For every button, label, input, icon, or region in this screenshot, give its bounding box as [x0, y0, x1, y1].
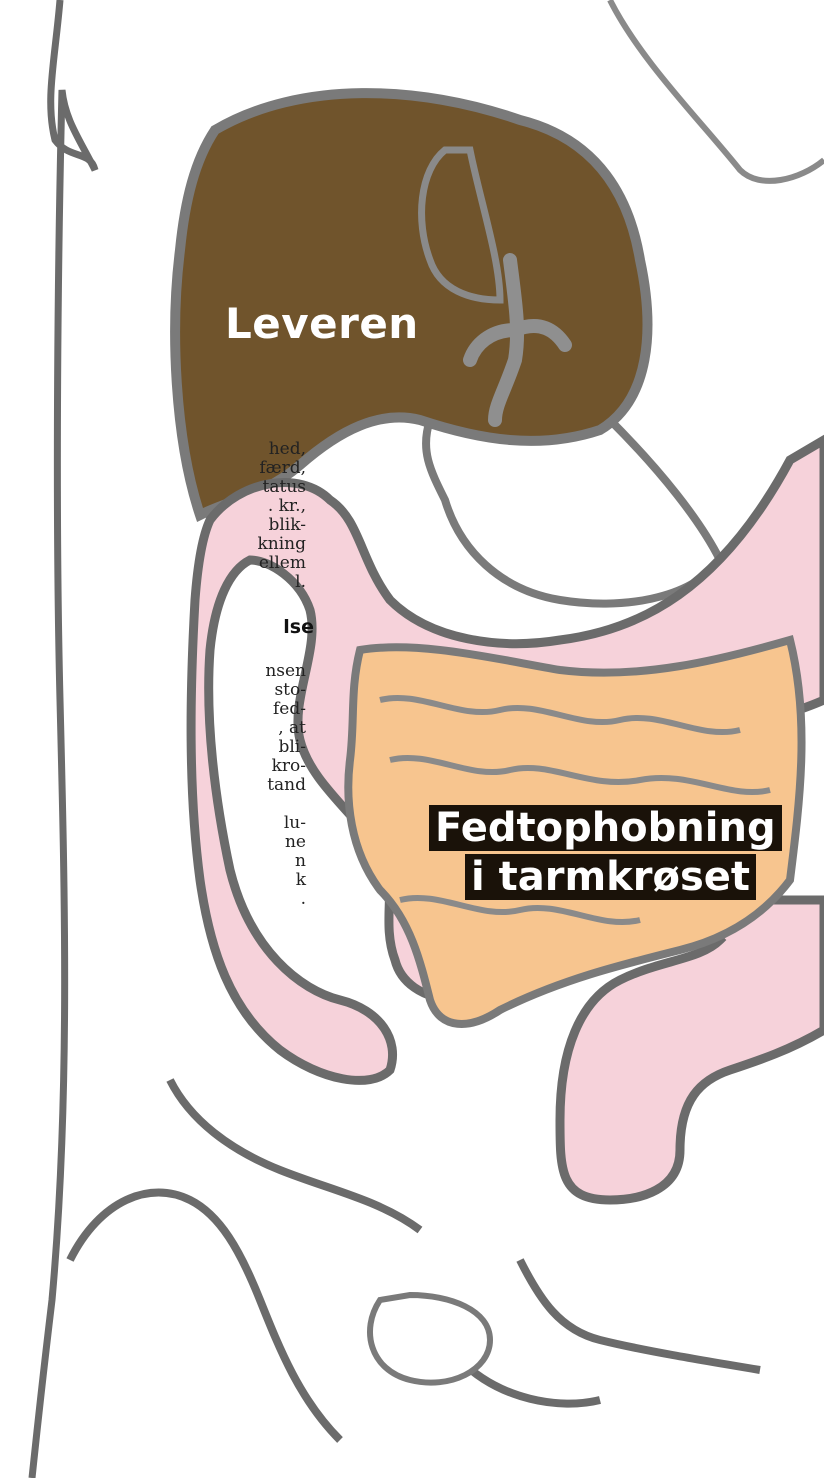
text-line: nsen — [265, 662, 306, 681]
fat-label-line1: Fedtophobning — [429, 805, 782, 851]
hip-bone — [370, 1295, 490, 1383]
text-line: l. — [295, 573, 306, 592]
text-line: . — [301, 890, 306, 909]
text-line: fed- — [273, 700, 306, 719]
text-line: lu- — [284, 814, 306, 833]
text-line: bli- — [278, 738, 306, 757]
text-line: ne — [285, 833, 306, 852]
text-line: k — [296, 871, 306, 890]
text-line: kning — [257, 535, 306, 554]
fat-label-line2: i tarmkrøset — [465, 854, 756, 900]
text-line: n — [295, 852, 306, 871]
text-line: blik- — [268, 516, 306, 535]
text-line: ellem — [259, 554, 306, 573]
body-outline-left — [32, 0, 95, 1478]
text-line: færd, — [259, 459, 306, 478]
text-line: sto- — [274, 681, 306, 700]
text-line: tatus — [263, 478, 306, 497]
text-line: hed, — [269, 440, 306, 459]
body-outline-right — [610, 0, 824, 181]
liver-label: Leveren — [225, 300, 419, 348]
text-line: . kr., — [268, 497, 306, 516]
section-heading: lse — [283, 618, 314, 637]
text-line: kro- — [272, 757, 306, 776]
text-line: tand — [267, 776, 306, 795]
text-line: , at — [278, 719, 306, 738]
